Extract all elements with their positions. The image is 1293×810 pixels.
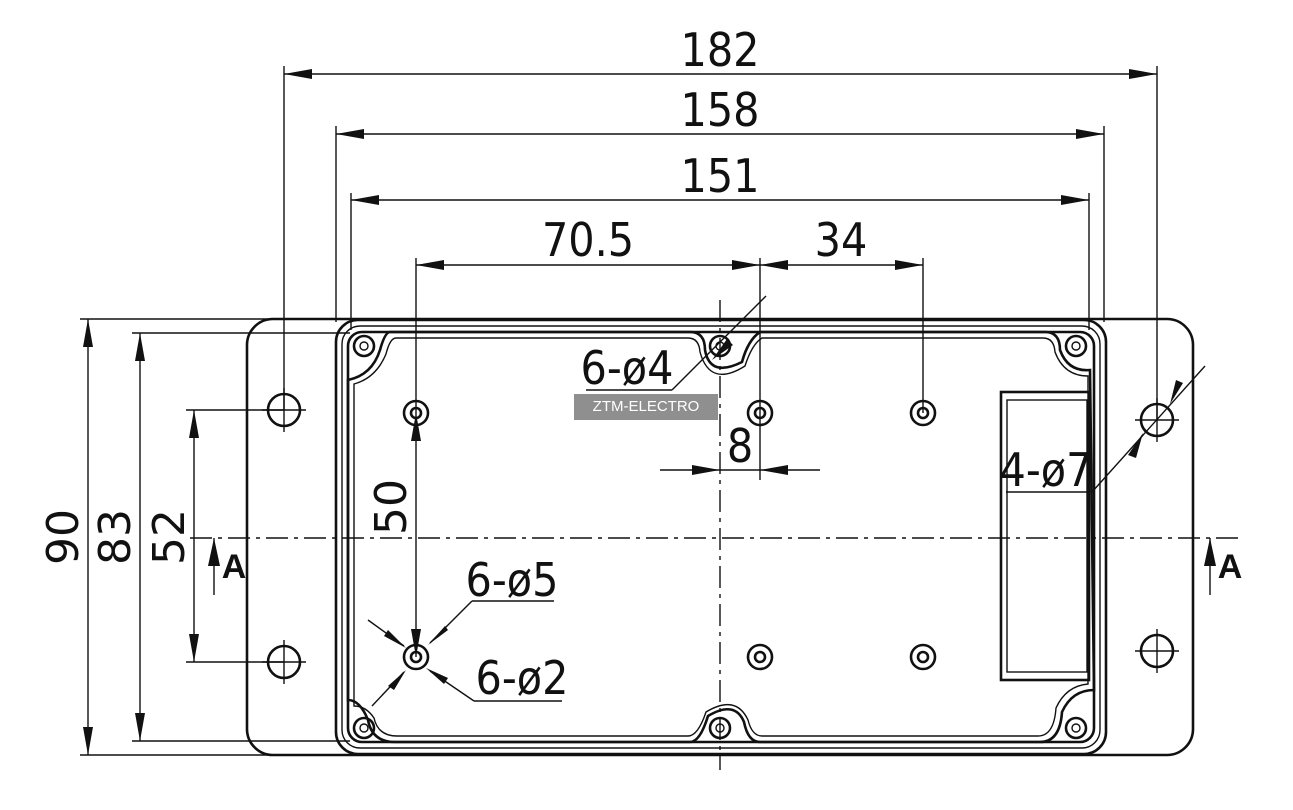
lid-screw-3 bbox=[1064, 334, 1088, 358]
dim-70_5-line bbox=[415, 258, 761, 480]
lid-screw-1 bbox=[352, 334, 376, 358]
dim-83-line bbox=[132, 332, 350, 742]
lid-screw-4 bbox=[352, 716, 376, 740]
dim-151-label: 151 bbox=[681, 149, 760, 203]
callout-6-o2: 6-ø2 bbox=[476, 651, 569, 705]
box-outline bbox=[334, 318, 1108, 756]
dim-8-line bbox=[660, 465, 820, 475]
section-marker-right bbox=[1204, 538, 1216, 595]
dim-52-line bbox=[186, 409, 284, 663]
dim-182-label: 182 bbox=[681, 23, 760, 77]
dim-34-line bbox=[760, 258, 924, 413]
dim-83-label: 83 bbox=[90, 509, 141, 565]
callout-6-o4: 6-ø4 bbox=[581, 341, 674, 395]
leader-6-o2 bbox=[371, 668, 562, 707]
box-inner-outline-1 bbox=[341, 325, 1101, 749]
leader-4-o7 bbox=[1006, 365, 1206, 493]
lid-screw-5 bbox=[708, 716, 732, 740]
section-label-left: A bbox=[222, 548, 247, 586]
dim-151-line bbox=[350, 193, 1090, 330]
side-cutout bbox=[999, 390, 1091, 682]
dim-182-line bbox=[283, 66, 1158, 420]
dim-158-line bbox=[335, 126, 1105, 322]
lid-groove bbox=[346, 330, 1096, 744]
section-label-right: A bbox=[1218, 548, 1243, 586]
dim-90-label: 90 bbox=[38, 509, 89, 565]
box-inner-outline-2 bbox=[346, 330, 1096, 744]
leader-6-o5 bbox=[367, 600, 554, 648]
dim-158-label: 158 bbox=[681, 83, 760, 137]
dim-70_5-label: 70.5 bbox=[542, 213, 634, 267]
lid-screw-6 bbox=[1064, 716, 1088, 740]
callout-6-o5: 6-ø5 bbox=[466, 553, 559, 607]
dim-52-label: 52 bbox=[144, 509, 195, 565]
callout-4-o7: 4-ø7 bbox=[1000, 443, 1093, 497]
dim-34-label: 34 bbox=[815, 213, 868, 267]
pcb-boss-6 bbox=[909, 643, 937, 671]
dim-50-line bbox=[411, 413, 421, 657]
section-marker-left bbox=[208, 538, 220, 595]
side-cutout-inner bbox=[1006, 399, 1088, 673]
watermark-label: ZTM-ELECTRO bbox=[574, 394, 718, 420]
dim-8-label: 8 bbox=[727, 419, 753, 473]
leader-6-o4 bbox=[586, 295, 767, 391]
dim-50-label: 50 bbox=[366, 479, 417, 535]
dim-90-line bbox=[80, 318, 350, 756]
pcb-boss-5 bbox=[746, 643, 774, 671]
flange-hole-br bbox=[1135, 629, 1179, 673]
lid-groove-inner bbox=[353, 337, 1089, 737]
